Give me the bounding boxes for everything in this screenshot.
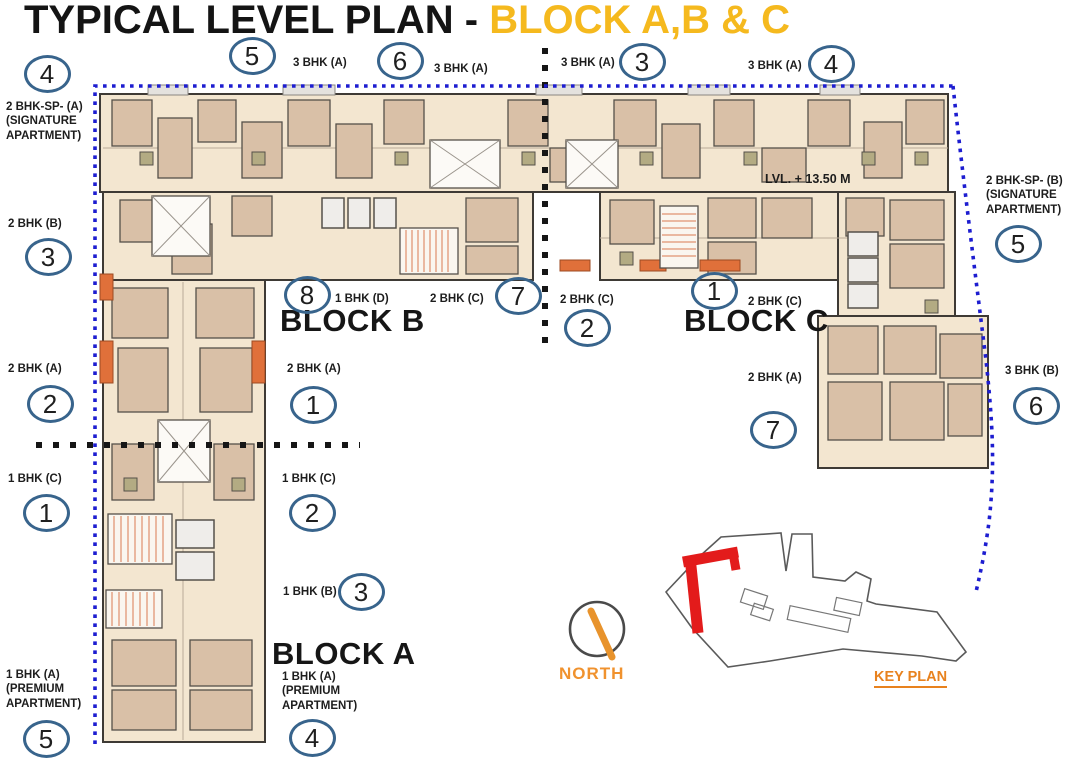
unit-count-circle: 3 bbox=[337, 573, 385, 611]
block-title: BLOCK C bbox=[684, 303, 829, 338]
unit-count-circle: 7 bbox=[494, 277, 542, 315]
unit-type-label: 1 BHK (A) (PREMIUM APARTMENT) bbox=[282, 671, 358, 712]
unit-count-circle: 5 bbox=[994, 225, 1042, 263]
unit-type-label: 2 BHK (A) bbox=[287, 363, 341, 375]
unit-count-circle: 4 bbox=[807, 45, 855, 83]
block-title: BLOCK A bbox=[272, 636, 416, 671]
unit-count-circle: 8 bbox=[283, 276, 331, 314]
unit-count-circle: 5 bbox=[22, 720, 70, 758]
unit-count-circle: 1 bbox=[22, 494, 70, 532]
unit-type-label: 3 BHK (B) bbox=[1005, 365, 1059, 377]
unit-type-label: 3 BHK (A) bbox=[748, 60, 802, 72]
stair-cores bbox=[105, 205, 699, 629]
unit-type-label: 2 BHK (C) bbox=[430, 293, 484, 305]
unit-type-label: 1 BHK (C) bbox=[8, 473, 62, 485]
core-x-marks bbox=[151, 139, 619, 483]
sheet-title-highlight: BLOCK A,B & C bbox=[489, 0, 790, 42]
key-plan-label: KEY PLAN bbox=[874, 669, 948, 688]
section-dotted-lines bbox=[36, 48, 548, 448]
unit-count-circle: 3 bbox=[618, 43, 666, 81]
unit-count-circle: 5 bbox=[228, 37, 276, 75]
unit-type-label: 2 BHK-SP- (A) (SIGNATURE APARTMENT) bbox=[6, 101, 83, 142]
unit-count-circle: 6 bbox=[1012, 387, 1060, 425]
unit-count-circle: 3 bbox=[24, 238, 72, 276]
unit-type-label: 2 BHK (A) bbox=[8, 363, 62, 375]
level-note: LVL. + 13.50 M bbox=[765, 172, 851, 186]
unit-count-circle: 7 bbox=[749, 411, 797, 449]
unit-type-label: 2 BHK (C) bbox=[748, 296, 802, 308]
unit-type-label: 1 BHK (B) bbox=[283, 586, 337, 598]
unit-type-label: 2 BHK-SP- (B) (SIGNATURE APARTMENT) bbox=[986, 175, 1063, 216]
unit-type-label: 1 BHK (C) bbox=[282, 473, 336, 485]
key-plan-drawing bbox=[664, 532, 968, 668]
north-label: NORTH bbox=[559, 664, 625, 683]
unit-count-circle: 4 bbox=[288, 719, 336, 757]
unit-type-label: 3 BHK (A) bbox=[561, 57, 615, 69]
key-plan-site-outline bbox=[664, 532, 968, 668]
unit-type-label: 1 BHK (A) (PREMIUM APARTMENT) bbox=[6, 669, 82, 710]
sheet-title: TYPICAL LEVEL PLAN - BLOCK A,B & C bbox=[24, 0, 790, 42]
unit-count-circle: 2 bbox=[26, 385, 74, 423]
unit-type-label: 2 BHK (C) bbox=[560, 294, 614, 306]
unit-type-label: 3 BHK (A) bbox=[434, 63, 488, 75]
unit-type-label: 2 BHK (A) bbox=[748, 372, 802, 384]
unit-count-circle: 4 bbox=[23, 55, 71, 93]
site-boundary-dotted bbox=[93, 84, 995, 744]
unit-type-label: 3 BHK (A) bbox=[293, 57, 347, 69]
lift-boxes bbox=[175, 197, 879, 581]
bathroom-fills bbox=[123, 151, 939, 492]
sheet-title-prefix: TYPICAL LEVEL PLAN - bbox=[24, 0, 490, 42]
unit-count-circle: 6 bbox=[376, 42, 424, 80]
north-compass bbox=[568, 600, 626, 661]
unit-count-circle: 2 bbox=[563, 309, 611, 347]
unit-count-circle: 2 bbox=[288, 494, 336, 532]
unit-count-circle: 1 bbox=[690, 272, 738, 310]
unit-type-label: 2 BHK (B) bbox=[8, 218, 62, 230]
key-plan-other-blocks bbox=[739, 587, 863, 634]
key-plan-highlighted-block bbox=[682, 546, 741, 634]
unit-type-label: 1 BHK (D) bbox=[335, 293, 389, 305]
unit-count-circle: 1 bbox=[289, 386, 337, 424]
